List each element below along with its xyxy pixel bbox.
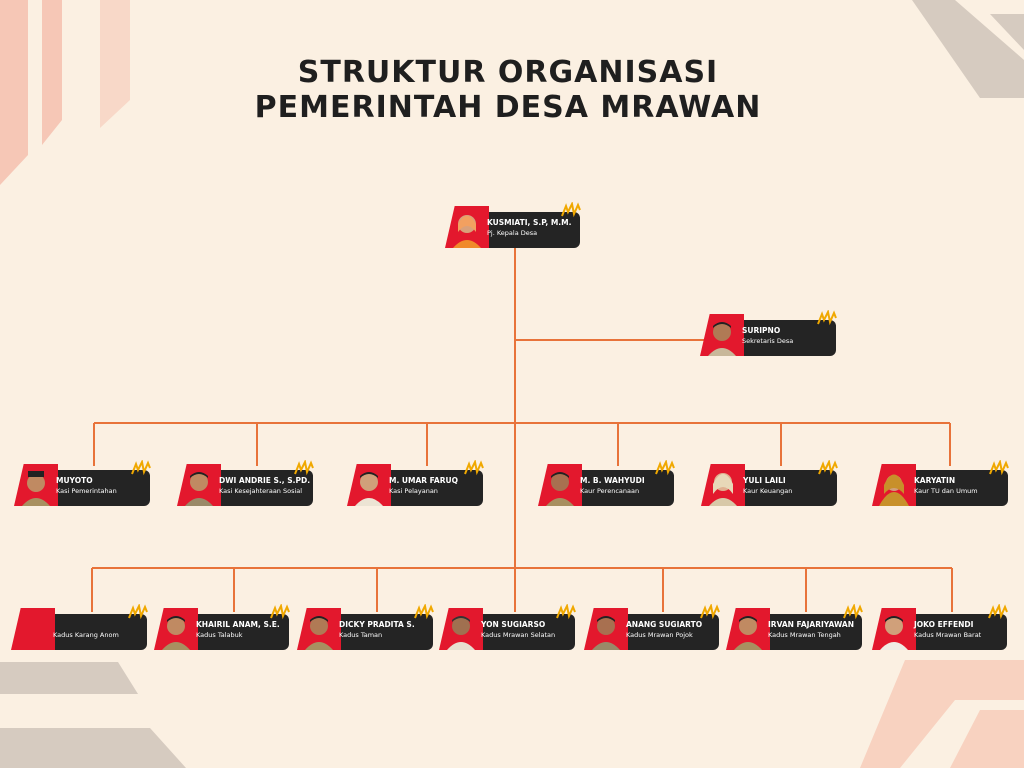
accent-mark-icon <box>414 604 434 620</box>
person-photo <box>447 616 475 650</box>
staff-role: Kaur TU dan Umum <box>914 487 978 495</box>
hamlet-name: YON SUGIARSO <box>481 620 546 629</box>
card-hamlet-5: ANANG SUGIARTO Kadus Mrawan Pojok <box>584 604 720 650</box>
hamlet-name: KHAIRIL ANAM, S.E. <box>196 620 280 629</box>
card-staff-3: M. UMAR FARUQ Kasi Pelayanan <box>347 460 484 506</box>
card-staff-2: DWI ANDRIE S., S.PD. Kasi Kesejahteraan … <box>177 460 314 506</box>
title-line-1: STRUKTUR ORGANISASI <box>297 55 719 90</box>
secretary-name: SURIPNO <box>742 326 781 335</box>
accent-mark-icon <box>270 604 290 620</box>
staff-name: KARYATIN <box>914 476 956 485</box>
card-hamlet-4: YON SUGIARSO Kadus Mrawan Selatan <box>439 604 576 650</box>
person-photo <box>880 616 908 650</box>
hamlet-role: Kadus Taman <box>339 631 383 639</box>
hamlet-name: ANANG SUGIARTO <box>626 620 703 629</box>
accent-mark-icon <box>294 460 314 476</box>
accent-mark-icon <box>988 604 1008 620</box>
person-photo <box>709 473 737 506</box>
person-photo <box>592 616 620 650</box>
person-photo <box>546 472 574 506</box>
staff-role: Kaur Keuangan <box>743 487 793 495</box>
card-staff-4: M. B. WAHYUDI Kaur Perencanaan <box>538 460 675 506</box>
staff-name: DWI ANDRIE S., S.PD. <box>219 476 311 485</box>
card-staff-1: MUYOTO Kasi Pemerintahan <box>14 460 151 506</box>
accent-mark-icon <box>128 604 148 620</box>
accent-mark-icon <box>700 604 720 620</box>
staff-name: M. B. WAHYUDI <box>580 476 645 485</box>
staff-role: Kasi Pemerintahan <box>56 487 117 495</box>
hamlet-role: Kadus Karang Anom <box>53 631 119 639</box>
person-photo <box>734 616 762 650</box>
card-hamlet-6: IRVAN FAJARIYAWAN Kadus Mrawan Tengah <box>726 604 863 650</box>
accent-mark-icon <box>556 604 576 620</box>
card-hamlet-3: DICKY PRADITA S. Kadus Taman <box>297 604 434 650</box>
hamlet-role: Kadus Mrawan Barat <box>914 631 982 639</box>
accent-mark-icon <box>989 460 1009 476</box>
person-photo <box>22 471 50 506</box>
accent-mark-icon <box>655 460 675 476</box>
card-hamlet-7: JOKO EFFENDI Kadus Mrawan Barat <box>872 604 1008 650</box>
staff-role: Kasi Pelayanan <box>389 487 438 495</box>
person-photo <box>162 616 190 650</box>
head-name: KUSMIATI, S.P, M.M. <box>487 218 572 227</box>
accent-mark-icon <box>464 460 484 476</box>
person-photo <box>305 616 333 650</box>
staff-role: Kasi Kesejahteraan Sosial <box>219 487 303 495</box>
card-head: KUSMIATI, S.P, M.M. Pj. Kepala Desa <box>445 202 581 248</box>
hamlet-name: DICKY PRADITA S. <box>339 620 415 629</box>
head-role: Pj. Kepala Desa <box>487 229 538 237</box>
accent-mark-icon <box>131 460 151 476</box>
accent-mark-icon <box>817 310 837 326</box>
staff-name: MUYOTO <box>56 476 93 485</box>
hamlet-name: IRVAN FAJARIYAWAN <box>768 620 854 629</box>
hamlet-role: Kadus Mrawan Pojok <box>626 631 693 639</box>
staff-role: Kaur Perencanaan <box>580 487 640 495</box>
title-line-2: PEMERINTAH DESA MRAWAN <box>254 90 762 125</box>
person-photo <box>708 322 736 356</box>
hamlet-role: Kadus Mrawan Selatan <box>481 631 556 639</box>
person-photo <box>453 215 481 248</box>
secretary-role: Sekretaris Desa <box>742 337 794 345</box>
person-photo <box>185 472 213 506</box>
staff-name: YULI LAILI <box>743 476 786 485</box>
hamlet-role: Kadus Mrawan Tengah <box>768 631 841 639</box>
person-photo <box>879 474 909 506</box>
card-secretary: SURIPNO Sekretaris Desa <box>700 310 837 356</box>
card-hamlet-2: KHAIRIL ANAM, S.E. Kadus Talabuk <box>154 604 290 650</box>
card-hamlet-1: Kadus Karang Anom <box>11 604 148 650</box>
hamlet-role: Kadus Talabuk <box>196 631 243 639</box>
person-photo <box>355 472 383 506</box>
accent-mark-icon <box>561 202 581 218</box>
hamlet-name: JOKO EFFENDI <box>914 620 974 629</box>
card-staff-5: YULI LAILI Kaur Keuangan <box>701 460 838 506</box>
card-staff-6: KARYATIN Kaur TU dan Umum <box>872 460 1009 506</box>
accent-mark-icon <box>843 604 863 620</box>
accent-mark-icon <box>818 460 838 476</box>
staff-name: M. UMAR FARUQ <box>389 476 458 485</box>
